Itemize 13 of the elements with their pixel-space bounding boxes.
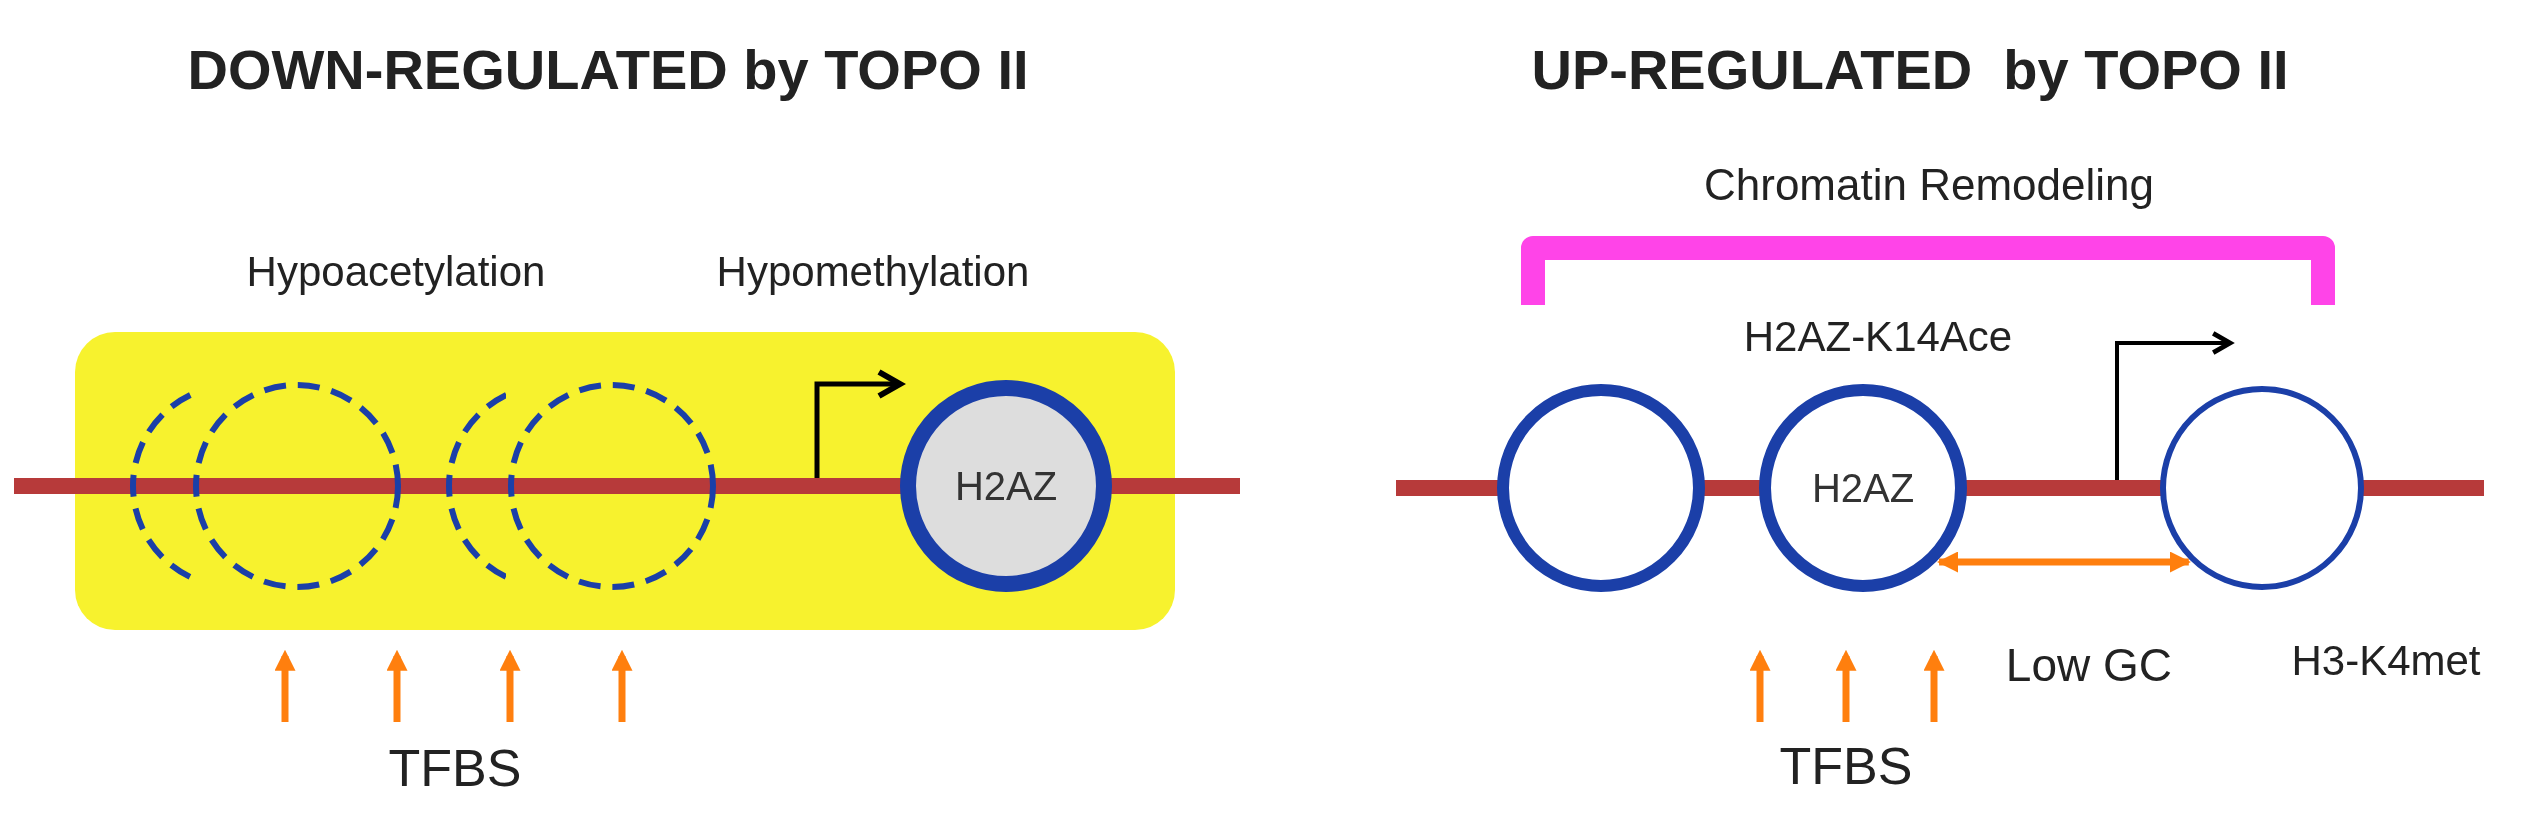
modification-label: H3-K4met bbox=[2291, 640, 2481, 682]
node-label: H2AZ bbox=[954, 463, 1058, 509]
site-label: TFBS bbox=[1779, 740, 1913, 792]
modification-label: Hypoacetylation bbox=[246, 251, 546, 293]
nucleosome-circle bbox=[193, 382, 401, 590]
nucleosome-circle bbox=[508, 382, 716, 590]
site-label: TFBS bbox=[388, 742, 522, 794]
double-arrow bbox=[1937, 551, 2191, 573]
edge-label: Low GC bbox=[2005, 642, 2172, 688]
modification-label: Hypomethylation bbox=[716, 251, 1030, 293]
modification-label: H2AZ-K14Ace bbox=[1743, 316, 2013, 358]
node-label: H2AZ bbox=[1811, 465, 1915, 511]
annotation-label: Chromatin Remodeling bbox=[1704, 163, 2154, 207]
